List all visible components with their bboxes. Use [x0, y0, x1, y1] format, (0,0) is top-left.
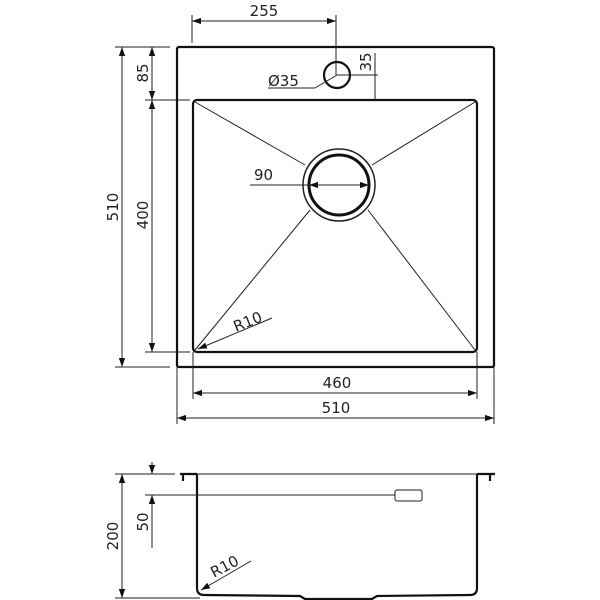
dim-overall-width: 510: [322, 399, 351, 417]
side-view: 200 50 R10: [104, 462, 495, 600]
dim-tap-offset: 255: [250, 2, 279, 20]
dim-tap-hole-from-bowl: 35: [357, 52, 375, 71]
top-view: 255 Ø35 35 510 85 400 90 R10 460: [104, 2, 496, 424]
dim-drain-diameter: 90: [254, 166, 273, 184]
dim-side-corner-radius: R10: [207, 552, 242, 582]
dim-bowl-width: 460: [323, 374, 352, 392]
dim-bowl-depth: 400: [134, 201, 152, 230]
bowl-slope-lines: [194, 101, 476, 351]
dim-tap-hole-diameter: Ø35: [268, 72, 299, 90]
dim-overflow-offset: 50: [134, 512, 152, 531]
bowl-outline: [191, 98, 479, 354]
bowl-profile: [195, 474, 479, 600]
dim-front-ledge: 85: [134, 63, 152, 82]
sink-outline: [175, 45, 496, 369]
overflow: [394, 489, 423, 502]
dim-overall-depth: 510: [104, 193, 122, 222]
dim-corner-radius: R10: [231, 308, 265, 336]
dim-height: 200: [104, 522, 122, 551]
